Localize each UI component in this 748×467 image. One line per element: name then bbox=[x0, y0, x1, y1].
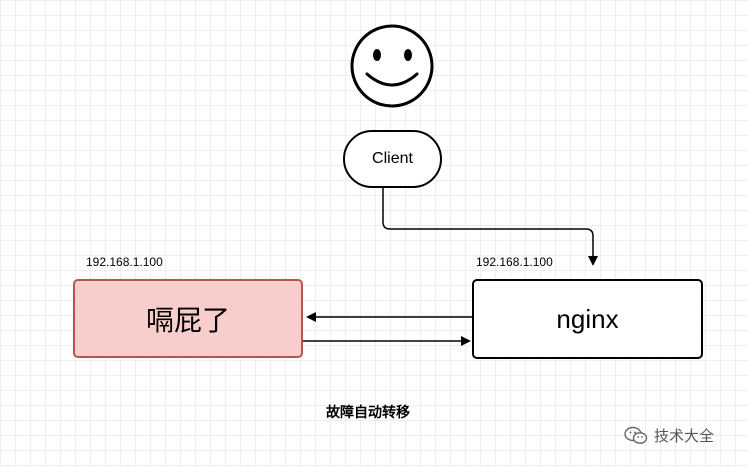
watermark-text: 技术大全 bbox=[654, 427, 715, 445]
client-to-nginx-connector bbox=[382, 188, 598, 266]
nginx-ip: 192.168.1.100 bbox=[476, 255, 553, 269]
nginx-node: nginx bbox=[472, 279, 703, 359]
nginx-label: nginx bbox=[556, 303, 619, 334]
client-node: Client bbox=[343, 130, 442, 188]
wechat-icon bbox=[624, 426, 648, 444]
watermark: 技术大全 bbox=[624, 425, 714, 446]
failed-server-label: 嗝屁了 bbox=[145, 303, 230, 337]
smiley-face-icon bbox=[350, 24, 434, 108]
diagram-caption: 故障自动转移 bbox=[326, 405, 410, 421]
failed-server-ip: 192.168.1.100 bbox=[86, 255, 163, 269]
failed-server-node: 嗝屁了 bbox=[73, 279, 303, 358]
client-label: Client bbox=[372, 150, 413, 167]
